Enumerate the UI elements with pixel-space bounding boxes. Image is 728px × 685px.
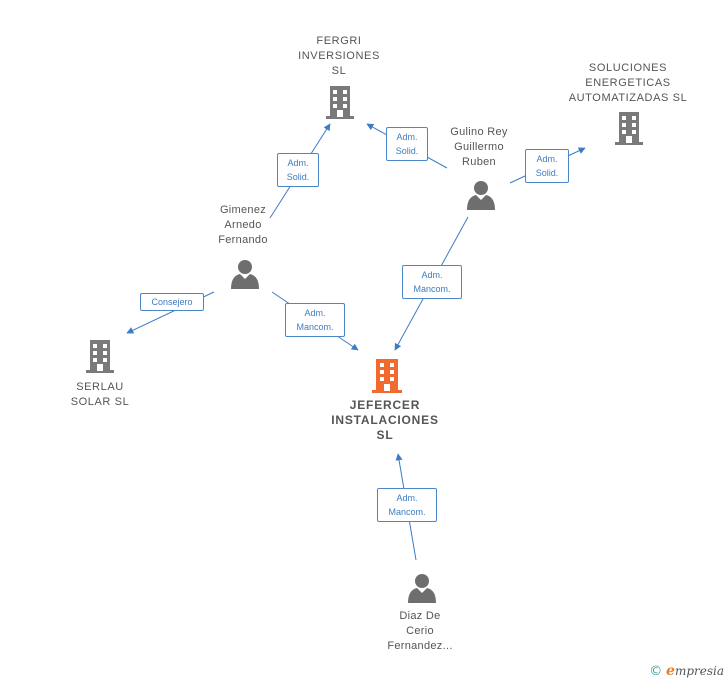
- edge-label-gimenez-fergri: Adm. Solid.: [277, 153, 319, 187]
- edge-label-diaz-jefercer: Adm. Mancom.: [377, 488, 437, 522]
- node-label-gulino[interactable]: Gulino Rey Guillermo Ruben: [450, 126, 508, 168]
- person-icon: [467, 181, 495, 210]
- copyright-icon: ©: [649, 664, 663, 679]
- node-label-serlau[interactable]: SERLAU SOLAR SL: [70, 381, 130, 408]
- building-icon: [615, 112, 643, 145]
- person-icon: [231, 260, 259, 289]
- building-icon: [326, 86, 354, 119]
- node-label-fergri[interactable]: FERGRI INVERSIONES SL: [298, 35, 380, 77]
- node-label-jefercer[interactable]: JEFERCER INSTALACIONES SL: [331, 398, 439, 442]
- empresia-logo[interactable]: © empresia: [649, 663, 724, 679]
- building-icon: [86, 340, 114, 373]
- edge-label-gimenez-serlau: Consejero: [140, 293, 204, 311]
- edge-label-gulino-soluciones: Adm. Solid.: [525, 149, 569, 183]
- brand-initial: e: [666, 663, 675, 679]
- node-label-gimenez[interactable]: Gimenez Arnedo Fernando: [218, 204, 268, 246]
- person-icon: [408, 574, 436, 603]
- edge-label-gulino-fergri: Adm. Solid.: [386, 127, 428, 161]
- main-building-icon: [372, 359, 402, 393]
- node-label-diaz[interactable]: Diaz De Cerio Fernandez...: [387, 610, 453, 652]
- node-label-soluciones[interactable]: SOLUCIONES ENERGETICAS AUTOMATIZADAS SL: [568, 62, 688, 104]
- brand-name: mpresia: [674, 664, 724, 678]
- edge-label-gulino-jefercer: Adm. Mancom.: [402, 265, 462, 299]
- edge-label-gimenez-jefercer: Adm. Mancom.: [285, 303, 345, 337]
